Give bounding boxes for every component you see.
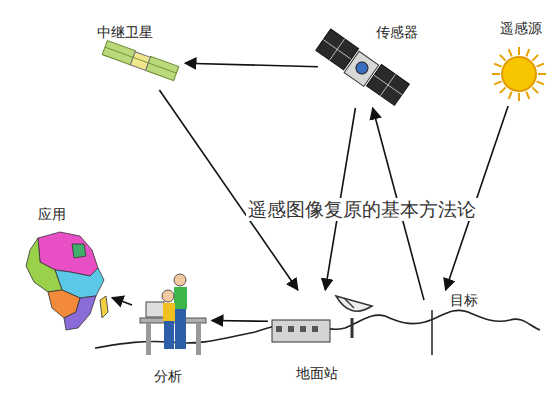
target-node: 目标 — [424, 290, 496, 358]
node-label: 遥感源 — [500, 20, 542, 37]
node-label: 中继卫星 — [97, 24, 153, 41]
source-node: 遥感源 — [488, 18, 552, 106]
sensor-satellite — [315, 29, 410, 107]
node-label: 地面站 — [296, 365, 338, 382]
connector — [212, 320, 268, 322]
connector — [112, 298, 132, 305]
connector — [185, 63, 318, 67]
application-node: 应用 — [22, 205, 112, 333]
node-label: 应用 — [38, 206, 66, 223]
analysis-node: 分析 — [132, 268, 212, 388]
node-label: 分析 — [154, 368, 182, 385]
relay-satellite — [102, 41, 179, 81]
node-label: 传感器 — [376, 24, 418, 41]
connector — [159, 90, 297, 290]
africa-map — [26, 232, 108, 330]
relay-satellite-node: 中继卫星 — [95, 22, 185, 90]
analysts-at-desk — [140, 274, 206, 355]
watermark: 遥感图像复原的基本方法论 — [246, 198, 478, 221]
node-label: 目标 — [450, 292, 478, 309]
ground-station — [272, 296, 372, 342]
ground-station-node: 地面站 — [268, 290, 376, 386]
sensor-node: 传感器 — [318, 20, 430, 108]
target-marker — [431, 310, 433, 355]
sun — [492, 47, 546, 101]
